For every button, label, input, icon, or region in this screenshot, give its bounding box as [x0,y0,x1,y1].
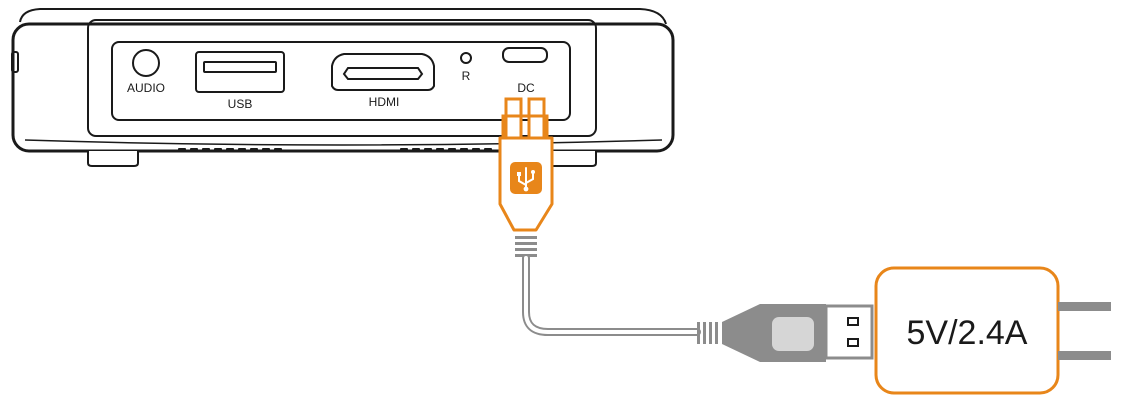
audio-port-label: AUDIO [127,81,165,95]
reset-pinhole [460,52,472,64]
adapter-rating: 5V/2.4A [907,314,1028,352]
usb-port-label: USB [228,97,253,111]
device-body [11,22,675,153]
port-panel [111,41,571,121]
hdmi-port [331,53,435,91]
power-adapter [874,266,1060,395]
adapter-prongs [1058,302,1111,360]
device-foot-left [87,151,139,167]
usb-a-plug [697,304,874,362]
hdmi-port-label: HDMI [369,95,400,109]
usb-cable [522,254,701,336]
device [11,8,675,153]
device-top-lid [19,8,667,25]
reset-label: R [462,69,471,83]
dc-port [502,47,548,63]
vent-right [400,148,492,152]
plug-strain-relief [515,236,537,257]
audio-port [132,49,160,77]
usb-port [195,51,285,93]
dc-port-label: DC [517,81,535,95]
micro-usb-plug [498,97,554,232]
vent-left [178,148,282,152]
device-bottom-edge [24,139,663,146]
device-side-button [11,51,19,73]
device-front-face [87,19,597,137]
